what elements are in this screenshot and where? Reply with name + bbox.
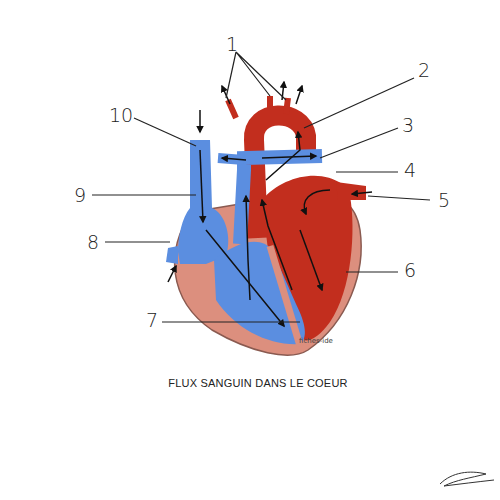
aorta [254, 115, 306, 238]
callout-number: 7 [146, 311, 158, 330]
septum [270, 246, 300, 346]
diagram-title: FLUX SANGUIN DANS LE COEUR [168, 377, 347, 389]
callout-number: 10 [109, 106, 133, 125]
callout-number: 4 [404, 161, 416, 180]
inferior-vena-cava [166, 246, 178, 264]
watermark: fiches-ide [299, 337, 333, 345]
aorta-branches [228, 96, 288, 118]
callout-number: 8 [87, 233, 99, 252]
leader-lines [92, 52, 430, 322]
callout-number: 9 [74, 186, 86, 205]
flow-arrows [168, 82, 372, 326]
callout-number: 5 [438, 191, 450, 210]
callout-number: 3 [402, 116, 414, 135]
pulmonary-vein [336, 182, 366, 200]
signature-scribble [440, 472, 494, 486]
callout-number: 6 [404, 261, 416, 280]
callout-number: 2 [418, 61, 430, 80]
pulmonary-artery [240, 156, 322, 244]
callout-number: 1 [226, 35, 238, 54]
